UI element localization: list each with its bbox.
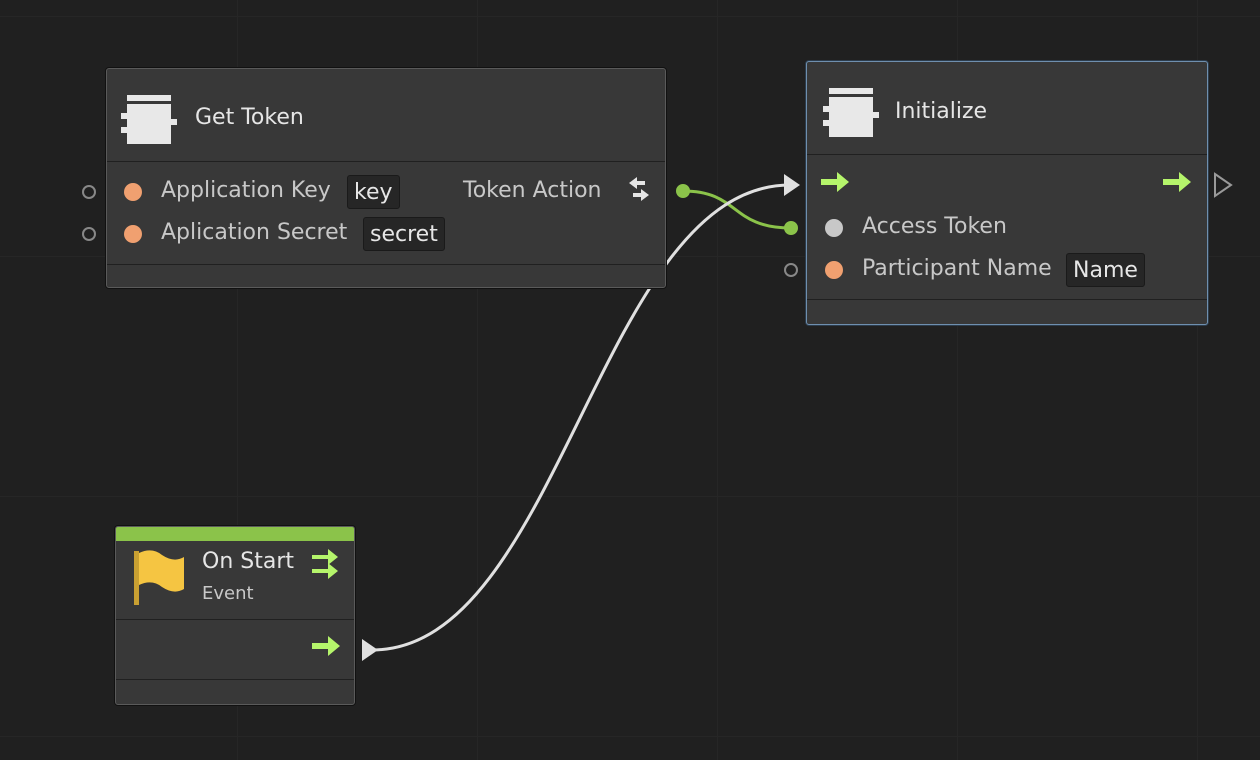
flow-out-port[interactable] [1213,172,1235,198]
on-start-flow-out-port[interactable] [360,637,382,663]
node-subtitle: Event [202,583,254,604]
node-title: Get Token [195,105,304,130]
flow-in-arrow-icon [821,172,849,192]
token-wire[interactable] [682,189,792,230]
application-secret-field[interactable]: secret [363,217,445,251]
participant-name-field[interactable]: Name [1066,253,1145,287]
get-token-header: Get Token [107,69,665,162]
application-key-field[interactable]: key [347,175,400,209]
application-key-port[interactable] [82,185,96,199]
on-start-node[interactable]: On Start Event [115,526,355,705]
get-token-node[interactable]: Get Token Application Key key Aplication… [106,68,666,288]
script-block-icon [823,88,879,137]
flow-wire[interactable] [371,183,791,652]
access-token-label: Access Token [862,214,1007,239]
application-secret-dot [124,225,142,243]
initialize-footer [807,299,1207,324]
access-token-dot [825,219,843,237]
get-token-footer [107,264,665,287]
node-title: Initialize [895,99,988,124]
flow-arrows-icon [312,549,338,579]
flow-out-arrow-icon [1163,172,1191,192]
participant-name-label: Participant Name [862,256,1052,281]
script-block-icon [121,95,177,144]
initialize-node[interactable]: Initialize Access Token Participant Name… [806,61,1208,325]
application-key-label: Application Key [161,178,331,203]
on-start-footer [116,679,354,704]
application-key-dot [124,183,142,201]
flow-out-arrow-icon [312,636,340,656]
application-secret-label: Aplication Secret [161,220,348,245]
participant-name-port[interactable] [784,263,798,277]
access-token-port[interactable] [784,221,798,235]
flow-in-port[interactable] [782,172,804,198]
flag-icon [134,550,184,605]
participant-name-dot [825,261,843,279]
initialize-header: Initialize [807,62,1207,155]
token-action-label: Token Action [463,178,602,203]
on-start-header: On Start Event [116,541,354,620]
token-action-icon [629,177,649,201]
token-action-port[interactable] [676,184,690,198]
application-secret-port[interactable] [82,227,96,241]
node-title: On Start [202,549,294,574]
event-header-bar [116,527,354,541]
